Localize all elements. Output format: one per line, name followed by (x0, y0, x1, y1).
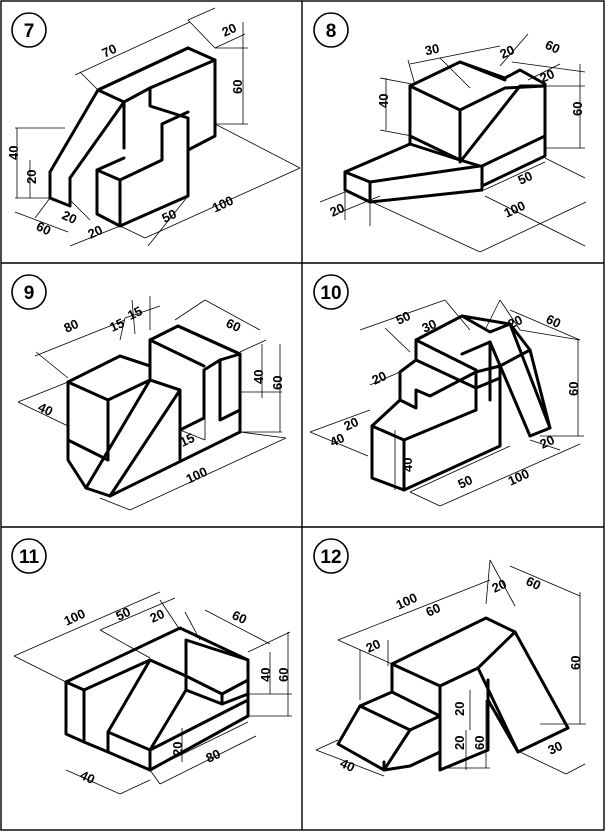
panel-8-dim-9: 100 (502, 198, 528, 221)
panel-9-dim-3: 15 (125, 303, 144, 323)
panel-8-dim-3: 60 (543, 37, 562, 57)
panel-11-dim-9: 80 (203, 746, 222, 766)
panel-12-dim-7: 20 (452, 702, 467, 716)
panel-7-number: 7 (24, 21, 35, 42)
panel-9-dim-9: 100 (184, 464, 210, 487)
panel-9-object-outline (66, 324, 242, 498)
panel-11-object-outline (64, 626, 250, 772)
panel-7-dim-1: 70 (100, 41, 119, 61)
panel-7-dim-10: 100 (210, 193, 236, 216)
panel-8-dimension-labels: 30 20 60 20 40 60 50 20 100 (327, 37, 585, 221)
panel-12-dim-11: 30 (545, 738, 564, 758)
panel-10-dim-11: 50 (455, 472, 474, 492)
panel-10-dim-12: 100 (506, 466, 532, 489)
panel-12-dim-6: 60 (568, 656, 583, 670)
panel-10-number-badge: 10 (313, 274, 349, 310)
panel-7-number-badge: 7 (11, 12, 47, 48)
panel-9-number-badge: 9 (11, 274, 47, 310)
panel-10: 50 30 20 60 20 60 20 40 40 20 50 100 10 (309, 274, 584, 507)
panel-7-dim-4: 40 (6, 146, 21, 160)
panel-8-number: 8 (326, 21, 337, 42)
panel-12-dim-9: 60 (472, 736, 487, 750)
panel-8-dim-8: 20 (327, 200, 346, 220)
panel-8-dim-1: 30 (423, 41, 440, 59)
panel-9-dim-2: 15 (107, 315, 126, 335)
panel-7-dimension-lines (14, 7, 301, 247)
panel-7-dim-8: 20 (85, 222, 104, 242)
panel-12-dim-8: 20 (452, 736, 467, 750)
panel-8-dim-7: 50 (515, 168, 534, 188)
panel-10-dim-5: 20 (369, 368, 388, 388)
panel-9-dim-8: 15 (177, 430, 196, 450)
panel-12-number-badge: 12 (313, 538, 349, 574)
panel-11-number: 11 (19, 547, 40, 568)
panel-12-dimension-labels: 100 20 60 60 20 60 20 20 60 40 30 (338, 573, 583, 775)
panel-12: 100 20 60 60 20 60 20 20 60 40 30 12 (313, 538, 586, 777)
panel-7-dim-7: 20 (60, 207, 79, 227)
panel-11-number-badge: 11 (11, 538, 47, 574)
panel-11-dim-5: 40 (258, 668, 273, 682)
panel-12-dim-5: 20 (363, 636, 382, 656)
panel-12-number: 12 (320, 547, 341, 568)
panel-10-dim-10: 20 (537, 432, 556, 452)
panel-12-object-outline (336, 616, 570, 772)
panel-10-dim-8: 40 (327, 430, 346, 450)
panel-8-dim-5: 40 (376, 94, 391, 108)
panel-9-dim-6: 40 (36, 399, 55, 419)
panel-10-dim-2: 30 (419, 316, 438, 336)
panel-11-dim-8: 40 (78, 767, 97, 787)
panel-7: 70 20 60 40 20 60 20 20 50 100 7 (6, 7, 301, 247)
panel-9-dim-7: 60 (270, 376, 285, 390)
panel-11-dimension-labels: 100 50 20 60 40 60 20 40 80 (62, 604, 291, 787)
panel-11-dimension-lines (13, 591, 292, 795)
panel-8: 30 20 60 20 40 60 50 20 100 8 (313, 12, 587, 253)
panel-7-dim-2: 20 (219, 20, 238, 40)
panel-11-dim-6: 60 (276, 668, 291, 682)
panel-10-dimension-lines (309, 299, 584, 507)
panel-11: 100 50 20 60 40 60 20 40 80 11 (11, 538, 292, 795)
panel-9-dim-5: 40 (251, 370, 266, 384)
panel-12-dim-2: 20 (489, 576, 508, 596)
panel-8-dim-2: 20 (497, 42, 516, 62)
panel-9-dimension-lines (17, 296, 287, 511)
panel-11-dim-4: 60 (230, 607, 249, 627)
panel-8-dim-4: 20 (537, 66, 556, 86)
panel-8-dim-6: 60 (570, 102, 585, 116)
panel-10-number: 10 (320, 283, 341, 304)
panel-11-dim-3: 20 (147, 606, 166, 626)
panel-12-dimension-lines (315, 559, 586, 777)
panel-9: 80 15 15 60 40 40 60 15 100 9 (11, 274, 287, 511)
panel-7-dim-9: 50 (159, 206, 178, 226)
panel-12-dim-4: 60 (423, 600, 442, 620)
panel-10-dim-3: 20 (505, 312, 524, 332)
panel-8-object-outline (343, 60, 547, 204)
panel-10-dim-9: 40 (400, 458, 415, 472)
panel-8-number-badge: 8 (313, 12, 349, 48)
panel-9-dimension-labels: 80 15 15 60 40 40 60 15 100 (36, 303, 285, 486)
panel-10-dim-6: 60 (566, 382, 581, 396)
panel-9-dim-1: 80 (61, 316, 80, 336)
panel-11-dim-7: 20 (170, 742, 185, 756)
panel-9-number: 9 (24, 283, 35, 304)
panel-11-dim-2: 50 (113, 604, 132, 624)
panel-8-dimension-lines (319, 33, 587, 253)
panel-12-dim-10: 40 (338, 755, 357, 775)
panel-7-dim-6: 60 (34, 219, 53, 239)
panel-7-dim-3: 60 (230, 80, 245, 94)
panel-7-dim-5: 20 (24, 170, 39, 184)
panel-10-dim-7: 20 (341, 414, 360, 434)
panel-12-dim-3: 60 (524, 573, 543, 593)
panel-10-object-outline (370, 314, 552, 492)
panel-9-dim-4: 60 (224, 315, 243, 335)
panel-7-object-outline (48, 46, 217, 228)
panel-10-dim-1: 50 (393, 308, 412, 328)
panel-10-dim-4: 60 (544, 311, 563, 331)
